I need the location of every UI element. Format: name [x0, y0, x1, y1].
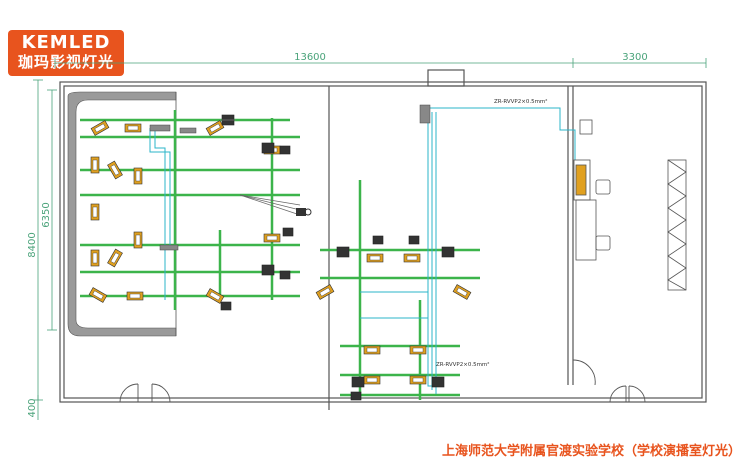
spot-light	[431, 376, 445, 388]
cyclorama-backdrop	[67, 91, 177, 337]
light-fixtures	[88, 120, 472, 385]
fresnel-light	[88, 287, 108, 303]
camera-icon	[296, 208, 312, 216]
spot-light	[408, 235, 420, 245]
fresnel-light	[126, 291, 144, 301]
fresnel-light	[452, 284, 472, 300]
fresnel-light	[263, 233, 281, 243]
fresnel-light	[403, 253, 421, 263]
project-caption: 上海师范大学附属官渡实验学校（学校演播室灯光）	[441, 444, 741, 459]
fresnel-light	[133, 167, 143, 185]
control-room	[573, 119, 687, 291]
fresnel-light	[205, 288, 225, 304]
logo-subtitle: 珈玛影视灯光	[17, 53, 114, 71]
fresnel-light	[366, 253, 384, 263]
doors	[119, 359, 646, 403]
fresnel-light	[409, 345, 427, 355]
fresnel-light	[107, 248, 123, 268]
camera-sightline	[239, 194, 301, 216]
fresnel-light	[363, 375, 381, 385]
spot-light	[372, 235, 384, 245]
spot-light	[351, 376, 365, 388]
cable-label-lower: ZR-RVVP2×0.5mm²	[436, 361, 490, 368]
spot-fixtures	[220, 114, 455, 401]
spot-light	[261, 142, 275, 154]
kemled-logo: KEMLED 珈玛影视灯光	[8, 30, 124, 76]
dim-width-left: 13600	[294, 52, 326, 63]
fresnel-light	[90, 120, 110, 136]
fresnel-light	[363, 345, 381, 355]
spot-light	[261, 264, 275, 276]
logo-brand: KEMLED	[21, 32, 111, 53]
spot-light	[220, 301, 232, 311]
spot-light	[350, 391, 362, 401]
fresnel-light	[409, 375, 427, 385]
spot-light	[279, 270, 291, 280]
fresnel-light	[90, 249, 100, 267]
dmx-cables	[149, 107, 576, 394]
fresnel-light	[205, 120, 225, 136]
spot-light	[282, 227, 294, 237]
spot-light	[441, 246, 455, 258]
dim-width-right: 3300	[622, 52, 647, 63]
dim-height-inner: 6350	[41, 202, 52, 227]
fresnel-light	[133, 231, 143, 249]
fresnel-light	[107, 160, 123, 180]
dimmer-packs	[149, 104, 431, 251]
dim-height-bottom: 400	[27, 398, 38, 417]
spot-light	[279, 145, 291, 155]
fresnel-light	[315, 284, 335, 300]
fresnel-light	[124, 123, 142, 133]
spot-light	[336, 246, 350, 258]
fresnel-light	[90, 156, 100, 174]
cable-label-upper: ZR-RVVP2×0.5mm²	[494, 98, 548, 105]
dim-height-total: 8400	[27, 232, 38, 257]
dimension-lines	[33, 58, 707, 420]
spot-light	[220, 114, 236, 126]
fresnel-light	[90, 203, 100, 221]
walls	[59, 69, 707, 410]
